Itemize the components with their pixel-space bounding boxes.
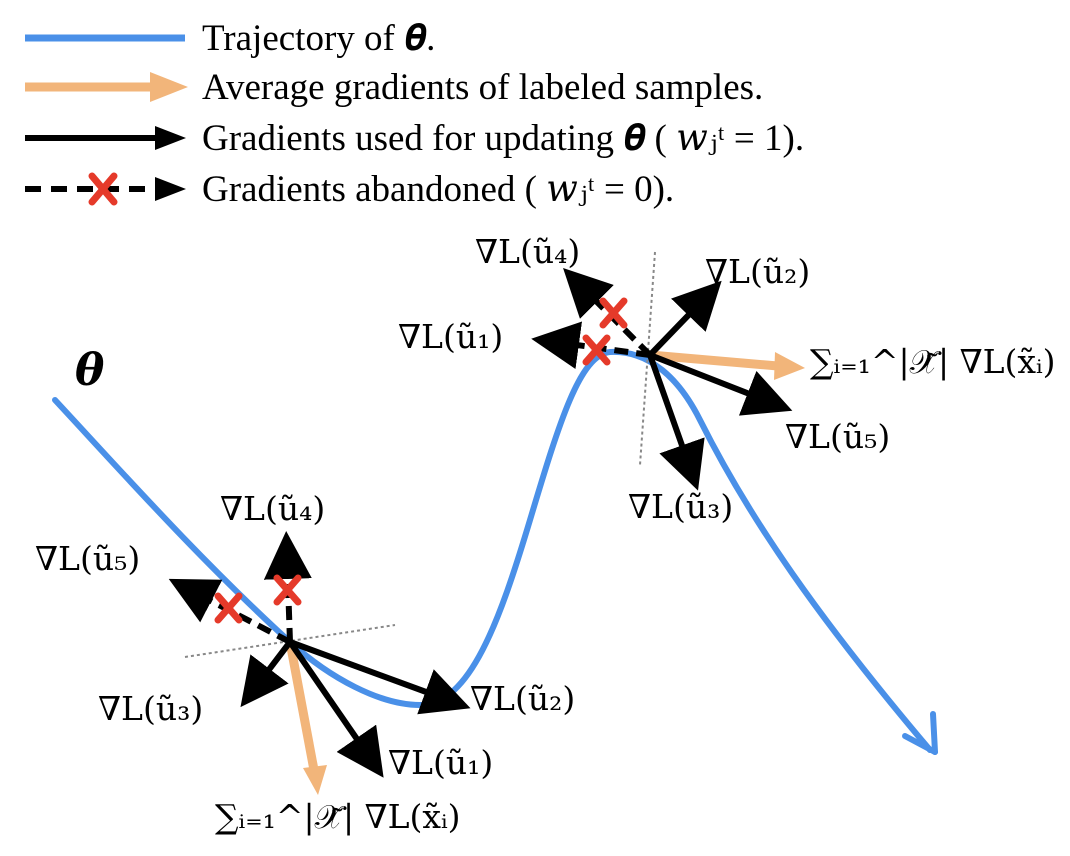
legend-abandoned-label: Gradients abandoned ( 𝑤ⱼᵗ = 0). [202, 169, 675, 210]
legend-cross-icon [88, 172, 118, 206]
cross-icon-u1-b [582, 334, 611, 366]
gradient-u2-a [288, 639, 471, 715]
label-u4-a: ∇L(ũ₄) [220, 489, 326, 528]
gradient-u3-b [647, 353, 705, 491]
trajectory-arrowhead [902, 711, 938, 755]
legend-trajectory-label: Trajectory of 𝜽. [202, 18, 436, 59]
gradient-u5-b [648, 352, 793, 416]
gradient-u2-b [647, 280, 722, 358]
label-sum-a: ∑ᵢ₌₁^|𝒳̃| ∇L(x̃ᵢ) [215, 797, 461, 836]
legend-abandoned-arrowhead [155, 177, 186, 201]
gradient-u4-a-abandoned [263, 531, 312, 643]
legend-used-label: Gradients used for updating 𝜽 ( 𝑤ⱼᵗ = 1)… [202, 118, 805, 159]
label-u4-b: ∇L(ũ₄) [475, 232, 581, 271]
legend-average-arrowhead [150, 72, 188, 102]
cross-icon-u4-b [599, 297, 628, 329]
avg-gradient-arrow-b [649, 350, 779, 371]
cross-icon-u5-a [214, 592, 243, 624]
label-u1-a: ∇L(ũ₁) [388, 743, 494, 782]
theta-label: 𝜽 [75, 345, 105, 396]
label-u2-a: ∇L(ũ₂) [470, 679, 576, 718]
label-u2-b: ∇L(ũ₂) [705, 252, 811, 291]
gradient-u1-b-abandoned [531, 321, 651, 370]
label-u5-a: ∇L(ũ₅) [35, 539, 141, 578]
label-sum-b: ∑ᵢ₌₁^|𝒳̃| ∇L(x̃ᵢ) [810, 342, 1056, 381]
avg-gradient-arrowhead-b [774, 352, 805, 380]
gradient-u3-a [240, 640, 293, 708]
label-u3-b: ∇L(ũ₃) [628, 487, 734, 526]
legend-used-arrowhead [155, 126, 186, 150]
avg-gradient-arrow-a [285, 641, 319, 771]
label-u3-a: ∇L(ũ₃) [98, 689, 204, 728]
trajectory-curve [52, 348, 933, 753]
cross-icon-u4-a [273, 574, 302, 606]
avg-gradient-arrowhead-a [303, 765, 327, 795]
label-u5-b: ∇L(ũ₅) [785, 417, 891, 456]
legend-average-label: Average gradients of labeled samples. [202, 67, 764, 108]
gradient-u1-a [287, 640, 384, 778]
label-u1-b: ∇L(ũ₁) [398, 317, 504, 356]
